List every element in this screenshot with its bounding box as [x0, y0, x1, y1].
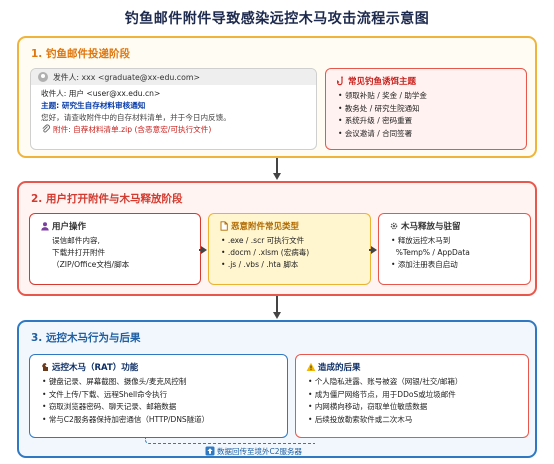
rat-functions-title-text: 远控木马（RAT）功能	[52, 363, 139, 373]
consequences-title-text: 造成的后果	[318, 363, 361, 373]
email-attachment: 附件: 自荐材料清单.zip (含恶意宏/可执行文件)	[31, 124, 316, 136]
trojan-release-card: 木马释放与驻留 • 释放远控木马到 %Temp% / AppData • 添加注…	[378, 213, 531, 285]
list-item: • .js / .vbs / .hta 脚本	[221, 260, 299, 269]
malicious-type-text: .exe / .scr 可执行文件	[227, 236, 305, 245]
paperclip-icon	[42, 124, 50, 133]
user-action-title: 用户操作	[30, 214, 200, 232]
list-item: %Temp% / AppData	[391, 247, 530, 259]
email-subject: 主题: 研究生自存材料审核通知	[41, 101, 146, 110]
list-item: • 个人隐私泄露、账号被盗（网银/社交/邮箱）	[308, 377, 463, 386]
list-item: • 会议邀请 / 合同签署	[338, 128, 413, 138]
user-action-line: 下载并打开附件	[52, 248, 106, 257]
list-item: • 添加注册表自启动	[391, 260, 458, 269]
trojan-horse-icon	[42, 363, 48, 371]
consequences-card: 造成的后果 • 个人隐私泄露、账号被盗（网银/社交/邮箱） • 成为僵尸网络节点…	[295, 354, 529, 438]
list-item: • 释放远控木马到	[391, 236, 451, 245]
rat-functions-list: • 键盘记录、屏幕截图、摄像头/麦克风控制 • 文件上传/下载、远程Shell命…	[30, 376, 287, 426]
lure-topics-card: 常见钓鱼诱饵主题 • 领取补贴 / 奖金 / 助学金 • 教务处 / 研究生院通…	[325, 68, 527, 150]
list-item: • 窃取浏览器密码、聊天记录、邮箱数据	[42, 402, 177, 411]
user-action-line: （ZIP/Office文档/脚本	[52, 260, 130, 269]
diagram-title: 钓鱼邮件附件导致感染远控木马攻击流程示意图	[124, 11, 430, 27]
trojan-release-list: • 释放远控木马到 %Temp% / AppData • 添加注册表自启动	[379, 235, 530, 271]
user-action-title-text: 用户操作	[52, 222, 87, 232]
lure-topics-title: 常见钓鱼诱饵主题	[326, 69, 526, 87]
consequence-text: 个人隐私泄露、账号被盗（网银/社交/邮箱）	[314, 377, 463, 386]
malicious-types-title-text: 恶意附件常见类型	[231, 222, 300, 232]
user-action-description: 误信邮件内容, 下载并打开附件 （ZIP/Office文档/脚本	[30, 232, 200, 271]
malicious-types-list: • .exe / .scr 可执行文件 • .docm / .xlsm (宏病毒…	[209, 235, 370, 271]
flow-arrow-2-to-3	[273, 296, 281, 319]
phishing-email-mockup: 发件人: xxx <graduate@xx-edu.com> 收件人: 用户 <…	[30, 68, 317, 150]
consequence-text: 成为僵尸网络节点，用于DDoS或垃圾邮件	[314, 389, 456, 399]
consequences-title: 造成的后果	[296, 355, 528, 373]
rat-function-text: 常与C2服务器保持加密通信（HTTP/DNS隧道）	[48, 414, 210, 424]
trojan-release-title-text: 木马释放与驻留	[401, 222, 461, 232]
user-action-line: 误信邮件内容,	[52, 236, 100, 245]
phase-2-title: 2. 用户打开附件与木马释放阶段	[31, 193, 183, 205]
rat-functions-card: 远控木马（RAT）功能 • 键盘记录、屏幕截图、摄像头/麦克风控制 • 文件上传…	[29, 354, 288, 438]
consequence-text: 内网横向移动，窃取单位敏感数据	[314, 402, 428, 411]
email-recipient: 收件人: 用户 <user@xx.edu.cn>	[41, 89, 161, 98]
consequence-text: 后续投放勒索软件或二次木马	[314, 414, 413, 424]
trojan-release-title: 木马释放与驻留	[379, 214, 530, 232]
malicious-type-text: .docm / .xlsm (宏病毒)	[227, 248, 310, 257]
list-item: • .docm / .xlsm (宏病毒)	[221, 248, 310, 257]
phase-3-panel: 3. 远控木马行为与后果 远控木马（RAT）功能 • 键盘记录、屏幕截图、摄像头…	[17, 320, 537, 458]
rat-function-text: 键盘记录、屏幕截图、摄像头/麦克风控制	[48, 377, 187, 386]
malicious-types-title: 恶意附件常见类型	[209, 214, 370, 232]
malicious-type-text: .js / .vbs / .hta 脚本	[227, 260, 299, 269]
flow-arrow-attachment-to-trojan	[369, 246, 377, 254]
email-body: 您好，请查收附件中的自存材料清单，并于今日内反馈。	[41, 113, 231, 122]
list-item: • 系统升级 / 密码重置	[338, 116, 413, 126]
user-action-card: 用户操作 误信邮件内容, 下载并打开附件 （ZIP/Office文档/脚本	[29, 213, 201, 285]
consequences-list: • 个人隐私泄露、账号被盗（网银/社交/邮箱） • 成为僵尸网络节点，用于DDo…	[296, 376, 528, 426]
email-attachment-label: 附件: 自荐材料清单.zip (含恶意宏/可执行文件)	[53, 125, 212, 134]
trojan-release-text: %Temp% / AppData	[395, 248, 470, 257]
upload-icon	[205, 446, 215, 456]
rat-functions-title: 远控木马（RAT）功能	[30, 355, 287, 373]
phase-1-title: 1. 钓鱼邮件投递阶段	[31, 48, 130, 60]
phase-3-title: 3. 远控木马行为与后果	[31, 332, 141, 344]
lure-topics-list: • 领取补贴 / 奖金 / 助学金 • 教务处 / 研究生院通知 • 系统升级 …	[326, 90, 526, 140]
phase-2-panel: 2. 用户打开附件与木马释放阶段 用户操作 误信邮件内容, 下载并打开附件 （Z…	[17, 181, 537, 296]
gear-icon	[390, 222, 398, 230]
email-sender: 发件人: xxx <graduate@xx-edu.com>	[53, 73, 200, 82]
exfil-label-text: 数据回传至境外C2服务器	[217, 447, 303, 456]
list-item: • 文件上传/下载、远程Shell命令执行	[42, 389, 168, 399]
rat-function-text: 窃取浏览器密码、聊天记录、邮箱数据	[48, 402, 177, 411]
flow-arrow-1-to-2	[273, 158, 281, 180]
list-item: • 领取补贴 / 奖金 / 助学金	[338, 91, 427, 100]
trojan-release-text: 添加注册表自启动	[397, 260, 458, 269]
rat-function-text: 文件上传/下载、远程Shell命令执行	[48, 389, 168, 399]
sender-avatar-icon	[38, 72, 48, 82]
list-item: • 后续投放勒索软件或二次木马	[308, 414, 413, 424]
trojan-release-text: 释放远控木马到	[397, 236, 451, 245]
file-icon	[220, 221, 228, 231]
list-item: • 常与C2服务器保持加密通信（HTTP/DNS隧道）	[42, 414, 210, 424]
fishhook-icon	[337, 76, 343, 86]
phase-1-panel: 1. 钓鱼邮件投递阶段 发件人: xxx <graduate@xx-edu.co…	[17, 36, 537, 158]
flow-arrow-user-to-attachment	[199, 246, 207, 254]
list-item: • 教务处 / 研究生院通知	[338, 103, 420, 113]
exfil-label: 数据回传至境外C2服务器	[205, 446, 302, 457]
lure-item-text: 会议邀请 / 合同签署	[344, 128, 413, 138]
malicious-attachment-types-card: 恶意附件常见类型 • .exe / .scr 可执行文件 • .docm / .…	[208, 213, 371, 285]
lure-item-text: 系统升级 / 密码重置	[344, 116, 413, 126]
list-item: • 成为僵尸网络节点，用于DDoS或垃圾邮件	[308, 389, 456, 399]
lure-topics-title-text: 常见钓鱼诱饵主题	[348, 77, 417, 87]
lure-item-text: 领取补贴 / 奖金 / 助学金	[344, 91, 427, 100]
user-icon	[41, 222, 49, 231]
exfil-dashed-connector	[145, 438, 315, 444]
warning-icon	[306, 362, 316, 371]
list-item: • .exe / .scr 可执行文件	[221, 236, 305, 245]
list-item: • 内网横向移动，窃取单位敏感数据	[308, 402, 428, 411]
lure-item-text: 教务处 / 研究生院通知	[344, 103, 420, 113]
email-header: 发件人: xxx <graduate@xx-edu.com>	[31, 69, 316, 85]
list-item: • 键盘记录、屏幕截图、摄像头/麦克风控制	[42, 377, 187, 386]
